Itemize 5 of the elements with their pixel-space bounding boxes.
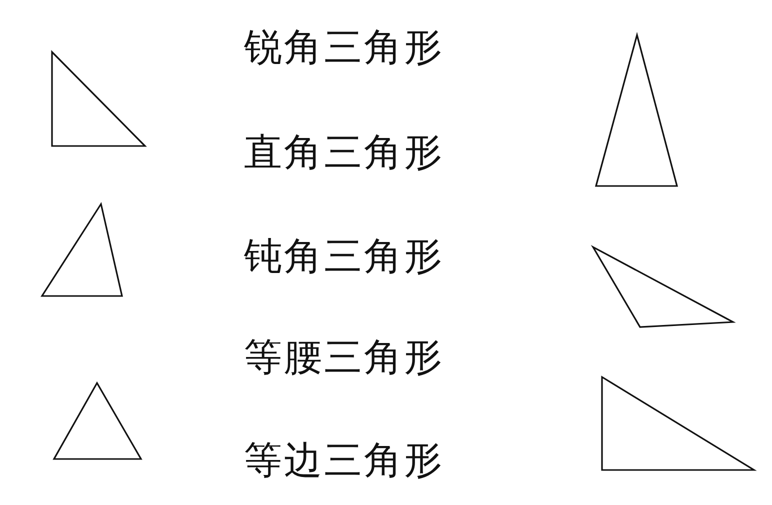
triangle-type-label: 等边三角形 (244, 438, 444, 482)
triangle-type-label: 钝角三角形 (244, 234, 444, 278)
triangle-type-label: 锐角三角形 (244, 25, 444, 69)
triangle-type-label: 直角三角形 (244, 130, 444, 174)
triangle-type-label: 等腰三角形 (244, 335, 444, 379)
